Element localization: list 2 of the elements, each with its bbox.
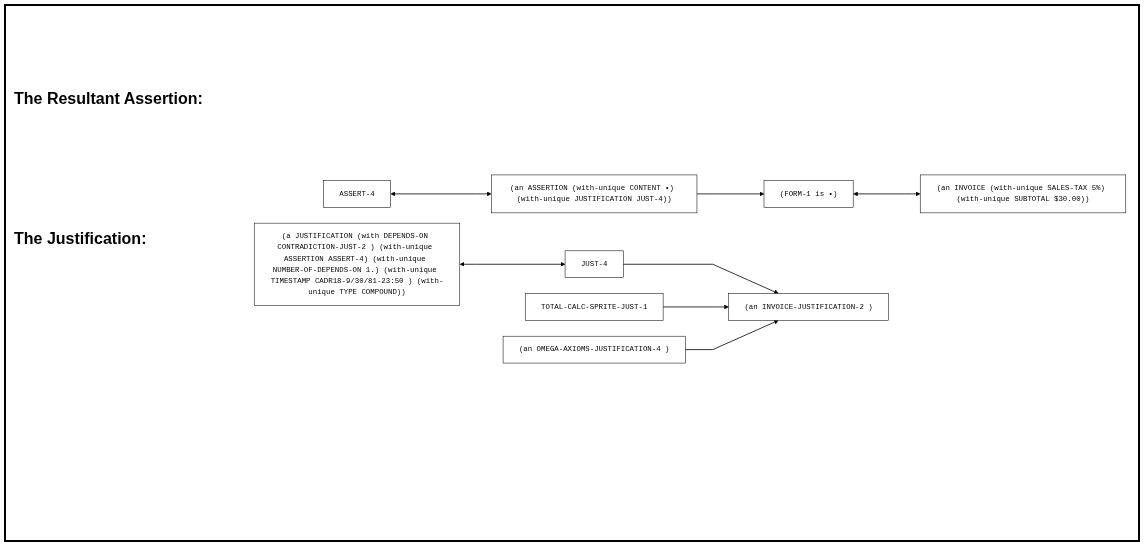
section-heading: The Resultant Assertion: (14, 90, 203, 108)
section-heading: The Justification: (14, 230, 147, 248)
